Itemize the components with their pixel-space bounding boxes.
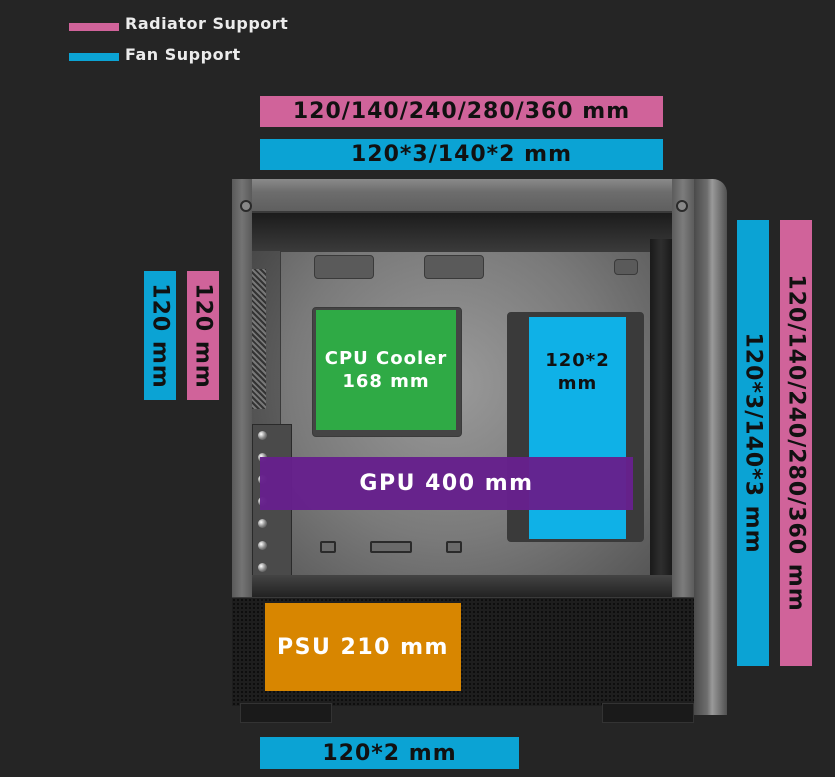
case-top-frame <box>232 179 702 213</box>
cpu-cooler-clearance: CPU Cooler 168 mm <box>316 310 456 430</box>
top-fan-bar: 120*3/140*2 mm <box>260 139 663 170</box>
cpu-cooler-label: CPU Cooler <box>324 348 448 369</box>
rear-fan-label: 120 mm <box>147 282 173 389</box>
case-rear-frame <box>232 179 252 597</box>
cable-cutout <box>614 259 638 275</box>
radiator-legend-label: Radiator Support <box>125 14 289 33</box>
top-fan-label: 120*3/140*2 mm <box>350 142 572 167</box>
case-front-frame <box>672 179 694 597</box>
gpu-label: GPU 400 mm <box>359 471 534 496</box>
shroud-top <box>252 575 694 597</box>
psu-clearance: PSU 210 mm <box>265 603 461 691</box>
front-radiator-label: 120/140/240/280/360 mm <box>783 274 809 612</box>
top-radiator-bar: 120/140/240/280/360 mm <box>260 96 663 127</box>
pin-hole <box>446 541 462 553</box>
radiator-legend-swatch-icon <box>69 23 119 31</box>
screw-icon <box>676 200 688 212</box>
cpu-cooler-value: 168 mm <box>342 371 430 392</box>
pin-hole <box>370 541 412 553</box>
rear-radiator-label: 120 mm <box>190 282 216 389</box>
fan-legend-swatch-icon <box>69 53 119 61</box>
pin-hole <box>320 541 336 553</box>
rear-radiator-bar: 120 mm <box>187 271 219 400</box>
rear-fan-bar: 120 mm <box>144 271 176 400</box>
cable-cutout <box>314 255 374 279</box>
side-fan-label: 120*2 <box>545 350 610 371</box>
front-fan-label: 120*3/140*3 mm <box>740 332 766 554</box>
cable-cutout <box>424 255 484 279</box>
front-fan-column <box>650 239 672 589</box>
bottom-fan-label: 120*2 mm <box>322 740 457 766</box>
case-front-panel <box>694 179 727 715</box>
front-radiator-bar: 120/140/240/280/360 mm <box>780 220 812 666</box>
case-foot <box>602 703 694 723</box>
gpu-clearance: GPU 400 mm <box>260 457 633 510</box>
front-fan-bar: 120*3/140*3 mm <box>737 220 769 666</box>
case-top-cavity <box>252 211 672 251</box>
screw-icon <box>240 200 252 212</box>
bottom-fan-bar: 120*2 mm <box>260 737 519 769</box>
psu-label: PSU 210 mm <box>277 634 449 660</box>
side-fan-unit: mm <box>557 373 598 394</box>
top-radiator-label: 120/140/240/280/360 mm <box>292 99 631 124</box>
fan-legend-label: Fan Support <box>125 45 241 64</box>
case-foot <box>240 703 332 723</box>
